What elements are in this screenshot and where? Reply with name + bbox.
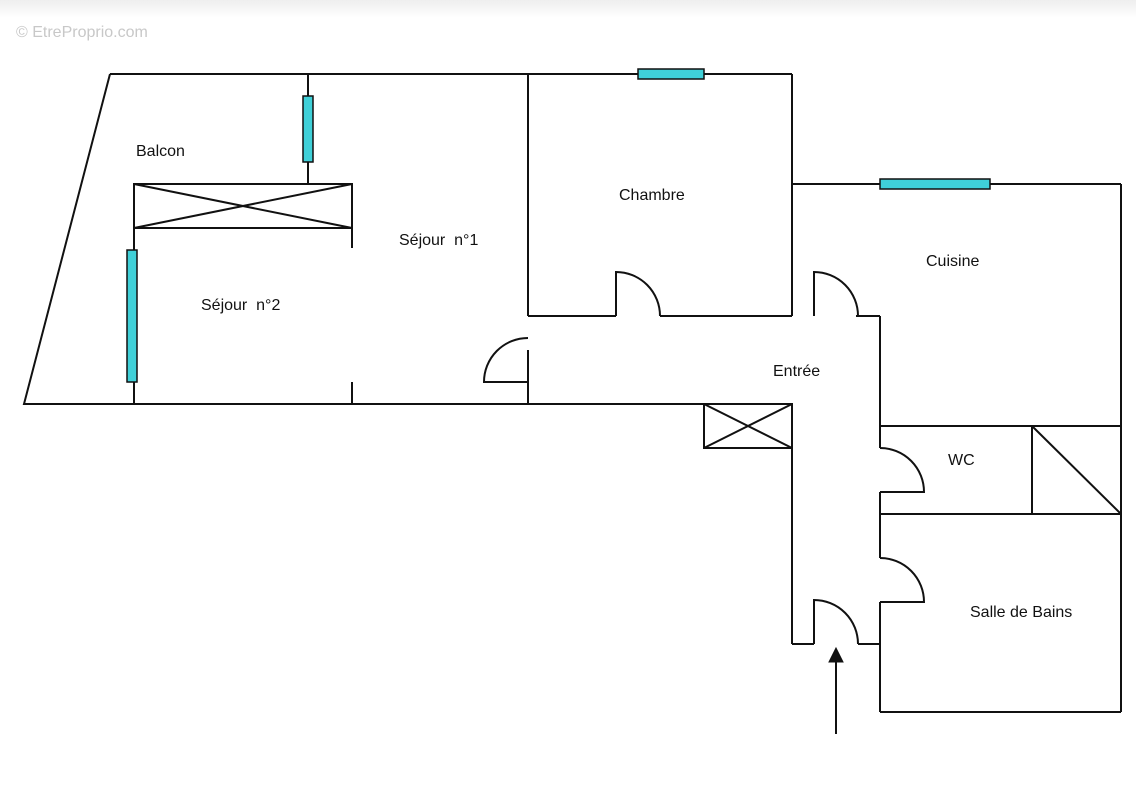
closet-diagonal bbox=[1031, 425, 1122, 515]
room-label-salle-de-bains: Salle de Bains bbox=[970, 604, 1072, 621]
window-sejour2 bbox=[126, 249, 138, 383]
window-chambre bbox=[637, 68, 705, 80]
room-label-wc: WC bbox=[948, 452, 975, 469]
room-label-balcon: Balcon bbox=[136, 143, 185, 160]
door-wc bbox=[879, 447, 926, 493]
wall-outer-living bbox=[22, 73, 528, 405]
door-entrance bbox=[813, 598, 859, 645]
door-sejour bbox=[482, 337, 529, 383]
room-label-cuisine: Cuisine bbox=[926, 253, 979, 270]
door-chambre bbox=[615, 270, 661, 317]
top-band bbox=[0, 0, 1136, 18]
closet-box bbox=[703, 403, 793, 449]
door-salle-de-bains bbox=[879, 557, 926, 603]
balcony-railing bbox=[133, 183, 353, 229]
room-label-entree: Entrée bbox=[773, 363, 820, 380]
room-label-chambre: Chambre bbox=[619, 187, 685, 204]
window-balcon bbox=[302, 95, 314, 163]
room-label-sejour-1: Séjour n°1 bbox=[399, 232, 478, 249]
entrance-arrow-icon bbox=[828, 646, 844, 734]
door-cuisine bbox=[813, 270, 859, 317]
watermark: © EtreProprio.com bbox=[16, 24, 148, 41]
room-label-sejour-2: Séjour n°2 bbox=[201, 297, 280, 314]
window-cuisine bbox=[879, 178, 991, 190]
